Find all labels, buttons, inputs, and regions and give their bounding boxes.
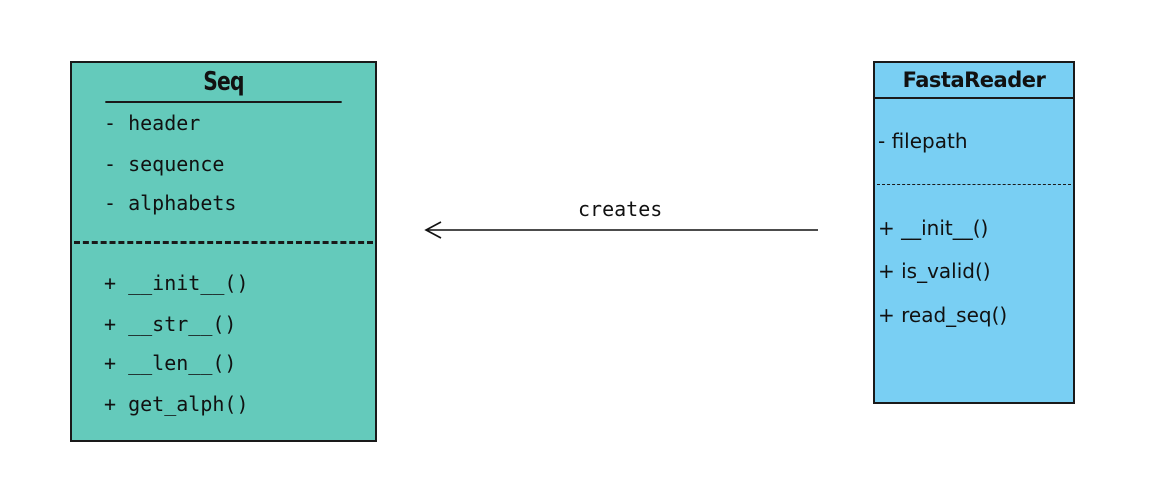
fastareader-method-read-seq: + read_seq() xyxy=(878,303,1008,327)
seq-class-box: Seq - header - sequence - alphabets + __… xyxy=(70,61,377,442)
fastareader-method-is-valid: + is_valid() xyxy=(878,259,991,283)
seq-attribute-alphabets: - alphabets xyxy=(104,191,237,215)
seq-method-str: + __str__() xyxy=(104,312,237,336)
seq-attribute-header: - header xyxy=(104,111,201,135)
seq-method-len: + __len__() xyxy=(104,351,237,375)
fastareader-class-box: FastaReader - filepath + __init__() + is… xyxy=(873,61,1075,404)
seq-attribute-sequence: - sequence xyxy=(104,152,225,176)
fastareader-class-name: FastaReader xyxy=(875,63,1073,99)
seq-method-init: + __init__() xyxy=(104,271,249,295)
arrow-head xyxy=(424,221,442,239)
fastareader-separator xyxy=(877,184,1071,185)
seq-class-name: Seq xyxy=(105,63,342,103)
fastareader-method-init: + __init__() xyxy=(878,216,989,240)
seq-method-get-alph: + get_alph() xyxy=(104,392,249,416)
fastareader-attribute-filepath: - filepath xyxy=(878,129,968,153)
seq-separator xyxy=(74,241,373,244)
creates-label: creates xyxy=(578,197,663,221)
